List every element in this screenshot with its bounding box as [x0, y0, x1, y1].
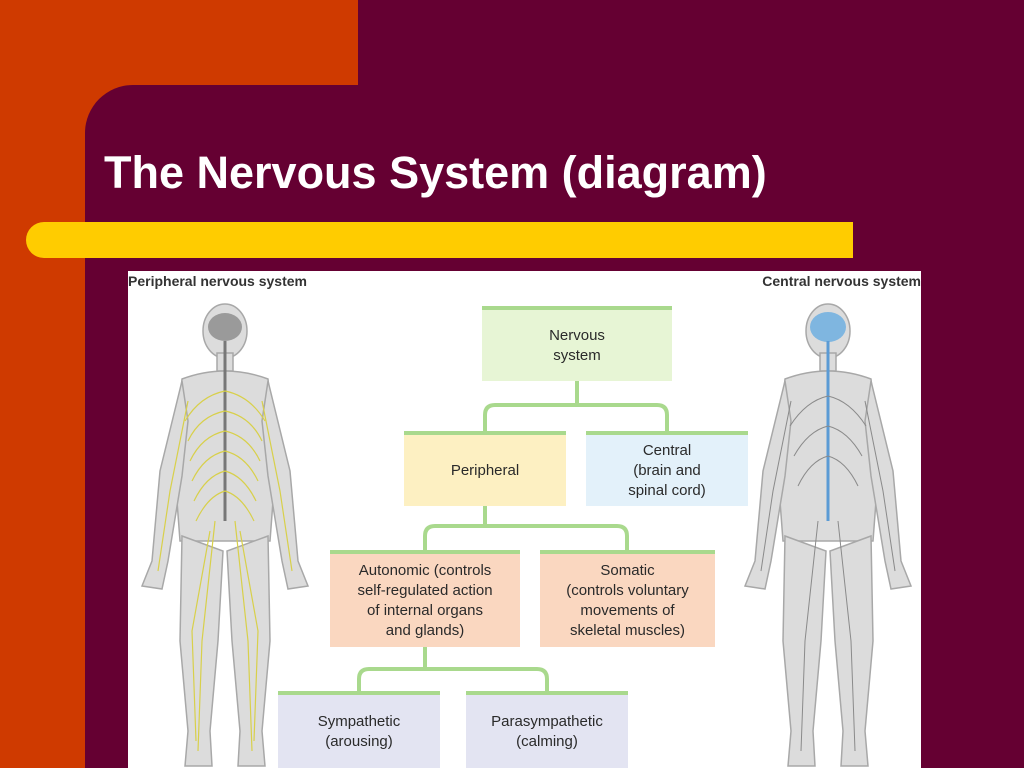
central-node: Central (brain and spinal cord)	[586, 431, 748, 506]
autonomic-node: Autonomic (controls self-regulated actio…	[330, 550, 520, 647]
peripheral-nervous-system-label: Peripheral nervous system	[128, 273, 307, 289]
peripheral-text: Peripheral	[450, 461, 520, 479]
central-text: Central (brain and spinal cord)	[628, 441, 706, 499]
sympathetic-node: Sympathetic (arousing)	[278, 691, 440, 768]
somatic-text: Somatic (controls voluntary movements of…	[566, 561, 689, 639]
sympathetic-text: Sympathetic (arousing)	[317, 712, 401, 750]
brain-icon	[208, 313, 242, 341]
nervous-system-text: Nervous system	[549, 326, 605, 364]
slide-title: The Nervous System (diagram)	[104, 147, 767, 198]
hierarchy-connectors	[357, 381, 669, 691]
peripheral-body-figure	[140, 303, 310, 767]
parasympathetic-text: Parasympathetic (calming)	[491, 712, 603, 750]
nervous-system-node: Nervous system	[482, 306, 672, 381]
orange-corner-block	[0, 0, 358, 85]
central-nervous-system-label: Central nervous system	[762, 273, 921, 289]
brain-icon	[810, 312, 846, 342]
parasympathetic-node: Parasympathetic (calming)	[466, 691, 628, 768]
title-underline-bar	[26, 222, 853, 258]
diagram-panel: Peripheral nervous system Central nervou…	[128, 271, 921, 768]
somatic-node: Somatic (controls voluntary movements of…	[540, 550, 715, 647]
central-body-figure	[743, 303, 913, 767]
autonomic-text: Autonomic (controls self-regulated actio…	[357, 561, 493, 639]
orange-side-strip	[0, 85, 85, 768]
peripheral-node: Peripheral	[404, 431, 566, 506]
